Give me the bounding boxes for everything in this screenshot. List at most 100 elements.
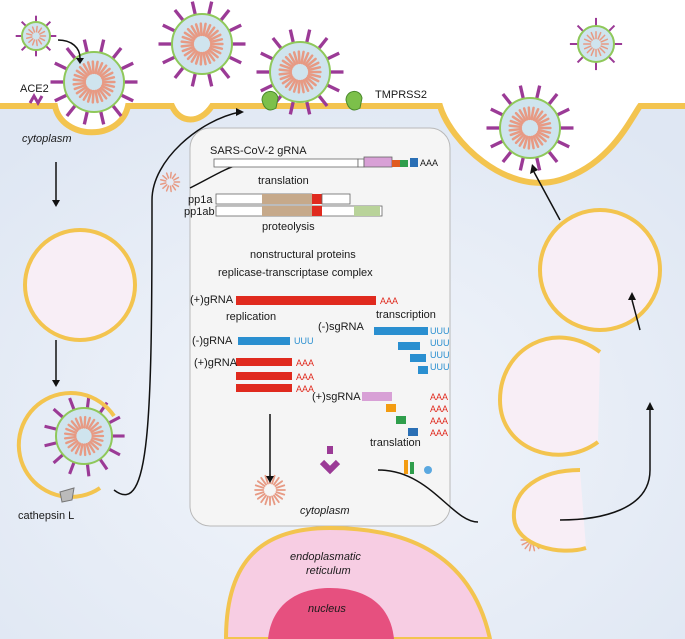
spike-protein bbox=[219, 66, 231, 80]
nucleocapsid-segment bbox=[94, 89, 99, 104]
nsp-label: nonstructural proteins bbox=[250, 249, 356, 261]
nucleocapsid-segment bbox=[100, 71, 114, 80]
nucleocapsid-segment bbox=[530, 135, 535, 150]
nucleocapsid-segment bbox=[536, 117, 550, 126]
nucleocapsid-segment bbox=[31, 26, 36, 33]
spike-protein bbox=[501, 92, 513, 106]
virion bbox=[160, 171, 181, 193]
nucleocapsid-segment bbox=[173, 176, 180, 181]
nucleocapsid-segment bbox=[284, 77, 295, 89]
nucleocapsid-segment bbox=[186, 49, 197, 61]
nucleocapsid-segment bbox=[306, 61, 320, 70]
spike-protein bbox=[271, 36, 283, 50]
uuu-tail: UUU bbox=[430, 362, 450, 372]
nucleocapsid-segment bbox=[204, 24, 212, 37]
spike-protein bbox=[65, 46, 77, 60]
nucleocapsid-segment bbox=[271, 474, 276, 485]
nucleocapsid-segment bbox=[599, 34, 606, 41]
uuu-tail: UUU bbox=[430, 350, 450, 360]
nucleocapsid-segment bbox=[586, 47, 593, 54]
nucleocapsid-segment bbox=[305, 76, 317, 87]
translation-label-1: translation bbox=[258, 175, 309, 187]
ace2-label: ACE2 bbox=[20, 83, 49, 95]
nucleocapsid-segment bbox=[82, 63, 91, 76]
translation-label-2: translation bbox=[370, 437, 421, 449]
spike-protein bbox=[219, 8, 231, 22]
nucleocapsid-segment bbox=[72, 81, 87, 86]
nucleocapsid-segment bbox=[518, 109, 527, 122]
spike-protein bbox=[305, 100, 312, 115]
nucleocapsid-segment bbox=[273, 476, 280, 486]
nucleocapsid-segment bbox=[535, 132, 547, 143]
spike-protein bbox=[547, 150, 559, 164]
nucleocapsid-segment bbox=[26, 32, 33, 36]
aaa-tail: AAA bbox=[430, 392, 448, 402]
spike-protein bbox=[44, 424, 58, 431]
nucleocapsid-segment bbox=[39, 37, 46, 42]
nucleocapsid-segment bbox=[169, 171, 172, 179]
cathepsin-l-protease bbox=[59, 487, 75, 503]
nucleocapsid-segment bbox=[165, 172, 170, 179]
nucleocapsid-segment bbox=[67, 439, 79, 449]
spike-protein bbox=[547, 92, 559, 106]
nucleocapsid-segment bbox=[599, 47, 606, 54]
nucleocapsid-segment bbox=[183, 47, 196, 57]
replication-panel bbox=[189, 127, 451, 527]
nucleocapsid-segment bbox=[509, 119, 523, 127]
nucleocapsid-segment bbox=[536, 130, 550, 139]
spike-protein bbox=[317, 94, 329, 108]
spike-protein bbox=[288, 100, 295, 115]
nucleocapsid-segment bbox=[264, 474, 269, 485]
nucleocapsid-segment bbox=[90, 425, 102, 434]
nucleocapsid-segment bbox=[528, 544, 532, 552]
tmprss2-protease-2 bbox=[345, 91, 363, 111]
nucleocapsid-segment bbox=[79, 443, 84, 456]
nucleocapsid-segment bbox=[91, 430, 104, 436]
virion bbox=[569, 17, 623, 71]
nucleocapsid-segment bbox=[522, 135, 529, 149]
nucleocapsid-segment bbox=[256, 493, 266, 500]
nucleocapsid-segment bbox=[180, 43, 195, 48]
rna-tail-labels: AAA UUU AAA AAA AAA UUU UUU UUU UUU AAA … bbox=[294, 296, 450, 438]
nucleocapsid-segment bbox=[91, 436, 104, 442]
proteolysis-label: proteolysis bbox=[262, 221, 315, 233]
nucleocapsid-segment bbox=[297, 50, 301, 65]
nucleocapsid-segment bbox=[537, 122, 552, 128]
nucleocapsid-segment bbox=[28, 38, 34, 44]
nucleocapsid-segment bbox=[511, 115, 524, 125]
spike-protein bbox=[44, 441, 58, 448]
replication-label: replication bbox=[226, 311, 276, 323]
nucleocapsid-segment bbox=[183, 31, 196, 41]
pos-grna-label-2: (+)gRNA bbox=[194, 357, 238, 369]
nucleocapsid-segment bbox=[72, 78, 87, 83]
pos-grna-label: (+)gRNA bbox=[190, 294, 234, 306]
nucleocapsid-segment bbox=[181, 35, 195, 43]
nucleocapsid-segment bbox=[527, 135, 531, 150]
nucleocapsid-segment bbox=[207, 48, 219, 59]
nucleocapsid-segment bbox=[31, 39, 36, 46]
genome-schematic bbox=[213, 156, 432, 475]
nucleocapsid-segment bbox=[96, 62, 104, 75]
aaa-tail: AAA bbox=[430, 428, 448, 438]
nucleocapsid-segment bbox=[65, 437, 78, 445]
nucleocapsid-segment bbox=[165, 185, 170, 192]
nucleocapsid-segment bbox=[534, 110, 544, 122]
nucleocapsid-segment bbox=[78, 65, 89, 77]
transcription-label: transcription bbox=[376, 309, 436, 321]
nucleocapsid-segment bbox=[537, 128, 552, 134]
nucleocapsid-segment bbox=[530, 106, 535, 121]
spike-protein bbox=[608, 24, 616, 32]
nucleocapsid-segment bbox=[37, 38, 43, 45]
pp1ab-label: pp1ab bbox=[184, 206, 215, 218]
spike-protein bbox=[173, 8, 185, 22]
nucleocapsid-segment bbox=[85, 416, 92, 430]
spike-protein bbox=[111, 104, 123, 118]
spike-protein bbox=[576, 24, 584, 32]
spike-protein bbox=[326, 83, 340, 93]
nucleocapsid-segment bbox=[264, 495, 269, 506]
nucleocapsid-segment bbox=[260, 476, 267, 486]
budding-vesicle bbox=[497, 335, 602, 457]
aaa-tail: AAA bbox=[380, 296, 398, 306]
nucleocapsid-segment bbox=[590, 31, 595, 40]
